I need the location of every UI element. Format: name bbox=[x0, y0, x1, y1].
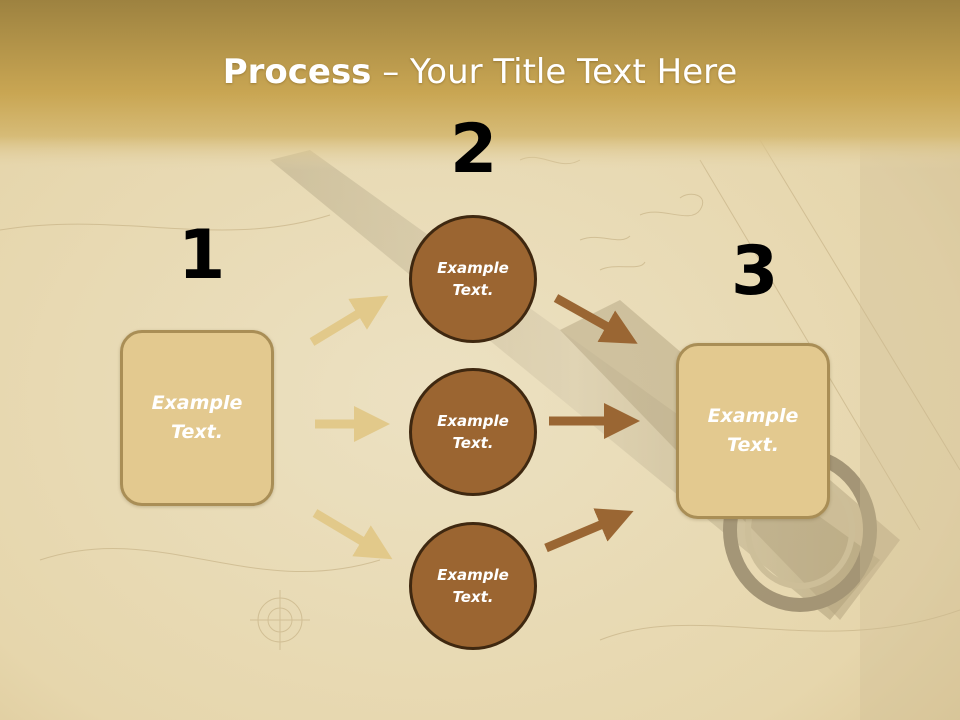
arrow-1-to-2c bbox=[312, 509, 393, 560]
title-rest: – Your Title Text Here bbox=[371, 52, 738, 92]
step-2-circle-top[interactable]: Example Text. bbox=[409, 215, 537, 343]
step-2-circle-middle[interactable]: Example Text. bbox=[409, 368, 537, 496]
step-number-3: 3 bbox=[731, 232, 779, 311]
arrow-2c-to-3 bbox=[544, 508, 634, 553]
slide-title: Process – Your Title Text Here bbox=[0, 52, 960, 92]
title-bold: Process bbox=[222, 52, 372, 92]
step-1-box[interactable]: Example Text. bbox=[120, 330, 274, 506]
arrow-1-to-2a bbox=[309, 295, 389, 346]
step-3-box[interactable]: Example Text. bbox=[676, 343, 830, 519]
step-number-1: 1 bbox=[178, 216, 226, 295]
arrow-2a-to-3 bbox=[553, 294, 638, 344]
step-number-2: 2 bbox=[450, 110, 498, 189]
step-2-circle-bottom[interactable]: Example Text. bbox=[409, 522, 537, 650]
